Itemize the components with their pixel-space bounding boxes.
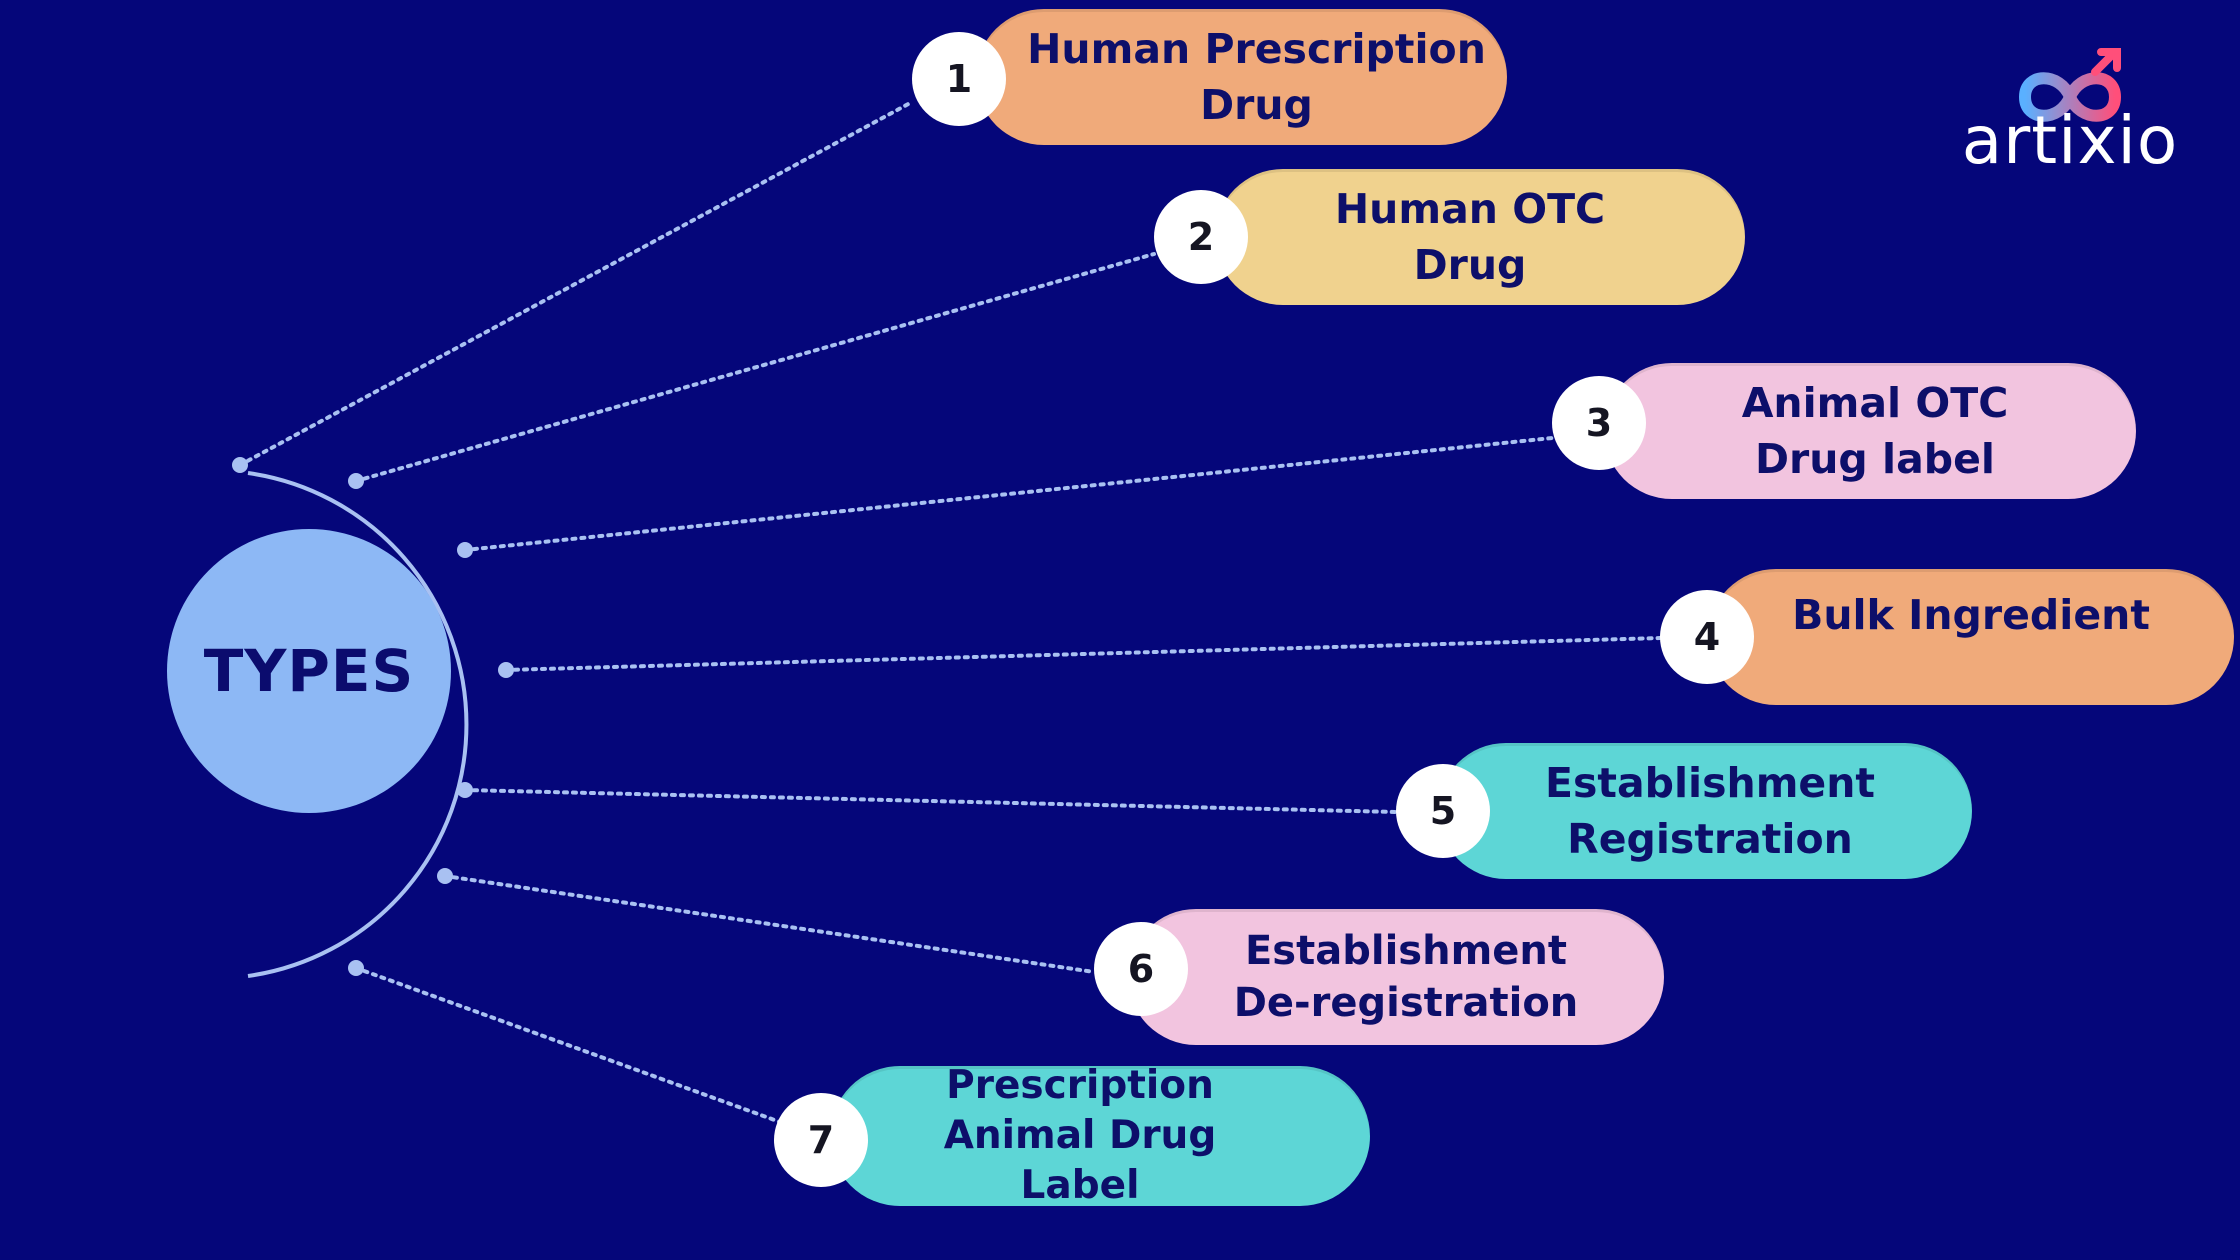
connector-dot-1 (232, 457, 248, 473)
pill-label-line: Label (1020, 1163, 1140, 1208)
type-pill-4: Bulk Ingredient (1708, 569, 2234, 705)
pill-label-line: Drug (1200, 81, 1313, 129)
pill-label-line: Animal Drug (943, 1113, 1217, 1158)
connector-dot-5 (457, 782, 473, 798)
connector-dot-7 (348, 960, 364, 976)
connector-dot-6 (437, 868, 453, 884)
number-badge-7: 7 (774, 1093, 868, 1187)
type-pill-3: Animal OTC Drug label (1604, 363, 2136, 499)
pill-label-line: Establishment (1244, 928, 1567, 974)
connector-line-5 (463, 788, 1398, 814)
type-pill-7: Prescription Animal Drug Label (830, 1063, 1370, 1208)
connector-line-3 (463, 436, 1554, 552)
pill-label-line: Human Prescription (1027, 25, 1486, 73)
type-pill-5: Establishment Registration (1438, 743, 1972, 879)
type-pill-1: Human Prescription Drug (976, 9, 1507, 145)
pill-label-line: Drug label (1754, 435, 1995, 483)
connector-lines (232, 100, 1662, 1124)
artixio-logo: artixio (1945, 42, 2195, 182)
connector-line-7 (354, 966, 782, 1124)
pill-label-line: Animal OTC (1741, 379, 2009, 427)
logo-wordmark: artixio (1961, 102, 2179, 179)
pill-label-line: Bulk Ingredient (1792, 591, 2150, 639)
connector-line-6 (443, 874, 1096, 974)
connector-line-4 (504, 636, 1662, 672)
center-label: TYPES (203, 637, 415, 705)
number-badge-6: 6 (1094, 922, 1188, 1016)
pill-label-line: Registration (1567, 815, 1853, 863)
pill-label-line: Establishment (1544, 759, 1876, 807)
number-badge-5: 5 (1396, 764, 1490, 858)
number-badge-3: 3 (1552, 376, 1646, 470)
hub-arc (247, 471, 469, 978)
pill-label-line: Human OTC (1334, 185, 1606, 233)
number-badge-4: 4 (1660, 590, 1754, 684)
center-hub: TYPES (167, 529, 451, 813)
pill-label-line: De-registration (1233, 980, 1579, 1026)
pill-label-line: Drug (1413, 241, 1527, 289)
number-badge-2: 2 (1154, 190, 1248, 284)
connector-dot-2 (348, 473, 364, 489)
connector-line-2 (354, 252, 1156, 483)
pill-label-line: Prescription (946, 1063, 1214, 1108)
connector-dot-3 (457, 542, 473, 558)
connector-dot-4 (498, 662, 514, 678)
number-badge-1: 1 (912, 32, 1006, 126)
connector-line-1 (238, 100, 914, 467)
type-pill-6: Establishment De-registration (1128, 909, 1664, 1045)
type-pill-2: Human OTC Drug (1215, 169, 1745, 305)
infinity-icon (2018, 48, 2122, 122)
